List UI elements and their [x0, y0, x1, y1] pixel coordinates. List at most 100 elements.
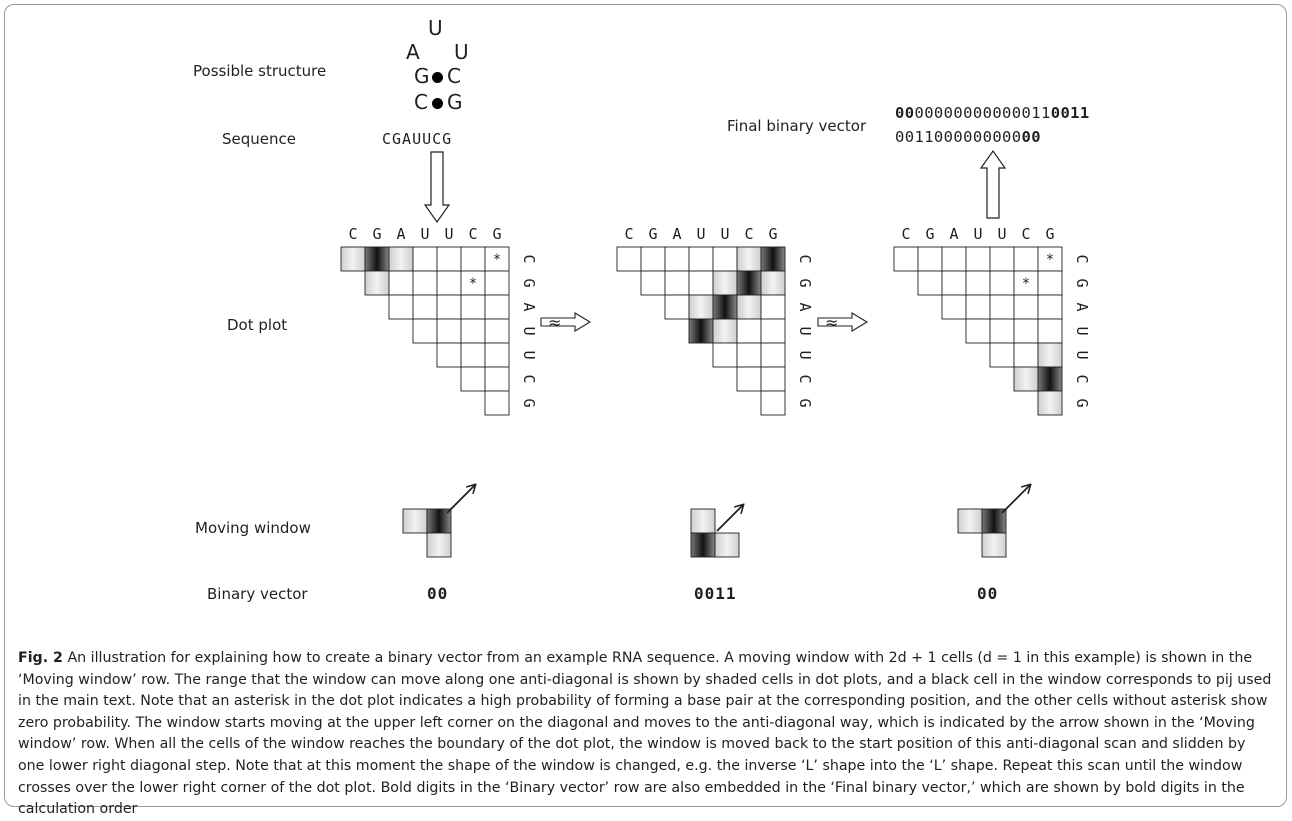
diagonal-arrow-icon — [716, 505, 743, 532]
dot-plot-col-letter: U — [444, 225, 453, 243]
dot-plot-cell-shaded — [340, 246, 366, 272]
moving-window-left — [402, 485, 475, 558]
dot-plot-cell — [1013, 294, 1039, 320]
dot-plot-cell-shaded — [364, 270, 390, 296]
dot-plot-cell — [989, 246, 1015, 272]
dot-plot-cell — [436, 342, 462, 368]
dot-plot-row-letter: C — [520, 254, 538, 263]
dot-plot-cell — [388, 270, 414, 296]
dot-plot-row-letter: U — [1073, 350, 1091, 359]
dot-plot-cell — [1037, 270, 1063, 296]
dot-plot-cell — [484, 270, 510, 296]
dot-plot-cell — [1013, 342, 1039, 368]
dot-plot-col-letter: C — [744, 225, 753, 243]
final-vector-plain: 0011000000000 — [895, 128, 1022, 146]
dot-plot-col-letter: U — [973, 225, 982, 243]
structure-pair1-left: G — [414, 64, 430, 88]
final-binary-vector-line2: 001100000000000 — [895, 128, 1041, 146]
label-final-binary-vector: Final binary vector — [727, 117, 867, 135]
label-dot-plot: Dot plot — [227, 316, 288, 334]
dot-plot-cell-shaded — [1037, 342, 1063, 368]
sequence-text: CGAUUCG — [382, 130, 453, 148]
dot-plot-cell — [1013, 246, 1039, 272]
dot-plot-cell-shaded — [712, 270, 738, 296]
dot-plot-cell — [436, 318, 462, 344]
dot-plot-cell — [484, 294, 510, 320]
dot-plot-cell — [989, 342, 1015, 368]
dot-plot-cell — [965, 246, 991, 272]
dot-plot-cell — [736, 342, 762, 368]
dot-plot-cell-shaded — [760, 270, 786, 296]
binary-vector-left: 00 — [427, 584, 449, 603]
dot-plot-cell-shaded — [712, 318, 738, 344]
dot-plot-col-letter: U — [420, 225, 429, 243]
dot-plot-cell — [893, 246, 919, 272]
dot-plot-cell — [484, 318, 510, 344]
dot-plot-cell-shaded — [1013, 366, 1039, 392]
dot-plot-col-letter: C — [1021, 225, 1030, 243]
dot-plot-cell — [760, 318, 786, 344]
dot-plot-col-letter: G — [1045, 225, 1054, 243]
dot-plot-col-letter: C — [901, 225, 910, 243]
window-cell — [426, 532, 452, 558]
dot-plot-cell — [712, 246, 738, 272]
dot-plot-cell — [941, 246, 967, 272]
dot-plot-col-letter: A — [672, 225, 681, 243]
dot-plot-cell — [941, 294, 967, 320]
structure-pair2-left: C — [414, 90, 428, 114]
figure-frame — [4, 4, 1287, 807]
dot-plot-row-letter: A — [1073, 302, 1091, 311]
dot-plot-cell — [412, 318, 438, 344]
down-arrow-icon — [423, 151, 451, 224]
dot-plot-cell — [388, 294, 414, 320]
dot-plot-cell — [1037, 294, 1063, 320]
dot-plot-cell — [1013, 318, 1039, 344]
dot-plot-row-letter: A — [796, 302, 814, 311]
dot-plot-cell — [688, 246, 714, 272]
dot-plot-cell-shaded — [736, 294, 762, 320]
dot-plot-row-letter: U — [520, 350, 538, 359]
dot-plot-cell — [965, 318, 991, 344]
dot-plot-row-letter: A — [520, 302, 538, 311]
dot-plot-cell — [736, 318, 762, 344]
structure-pair1-right: C — [447, 64, 461, 88]
dot-plot-cell-shaded — [760, 246, 786, 272]
dot-plot-row-letter: U — [796, 326, 814, 335]
svg-text:≈: ≈ — [548, 313, 561, 332]
dot-plot-col-letter: G — [648, 225, 657, 243]
caption-label: Fig. 2 — [18, 650, 63, 666]
final-vector-plain: 00000000000011 — [914, 104, 1051, 122]
dot-plot-cell-shaded — [712, 294, 738, 320]
final-vector-bold-end: 0011 — [1050, 104, 1090, 122]
dot-plot-col-letter: A — [396, 225, 405, 243]
dot-plot-cell — [760, 342, 786, 368]
moving-window-middle — [690, 505, 743, 558]
base-pair-dot — [432, 98, 443, 109]
dot-plot-row-letter: C — [796, 254, 814, 263]
dot-plot-col-letter: U — [997, 225, 1006, 243]
dot-plot-cell-shaded — [388, 246, 414, 272]
dot-plot-cell — [965, 270, 991, 296]
shift-arrow-icon: ≈ — [540, 312, 592, 332]
dot-plot-cell — [760, 294, 786, 320]
dot-plot-cell — [760, 366, 786, 392]
base-pair-dot — [432, 72, 443, 83]
svg-text:≈: ≈ — [825, 313, 838, 332]
label-possible-structure: Possible structure — [193, 62, 327, 80]
moving-windows — [402, 485, 1030, 558]
label-moving-window: Moving window — [195, 519, 311, 537]
dot-plot-cell — [688, 270, 714, 296]
structure-loop-right: U — [454, 40, 469, 64]
dot-plot-cell — [460, 342, 486, 368]
final-vector-bold-end: 00 — [1021, 128, 1041, 146]
window-cell — [714, 532, 740, 558]
structure-loop-left: A — [406, 40, 420, 64]
diagonal-arrow-icon — [446, 485, 475, 514]
structure-pair2-right: G — [447, 90, 463, 114]
dot-plot-row-letter: G — [1073, 398, 1091, 407]
window-cell — [981, 532, 1007, 558]
